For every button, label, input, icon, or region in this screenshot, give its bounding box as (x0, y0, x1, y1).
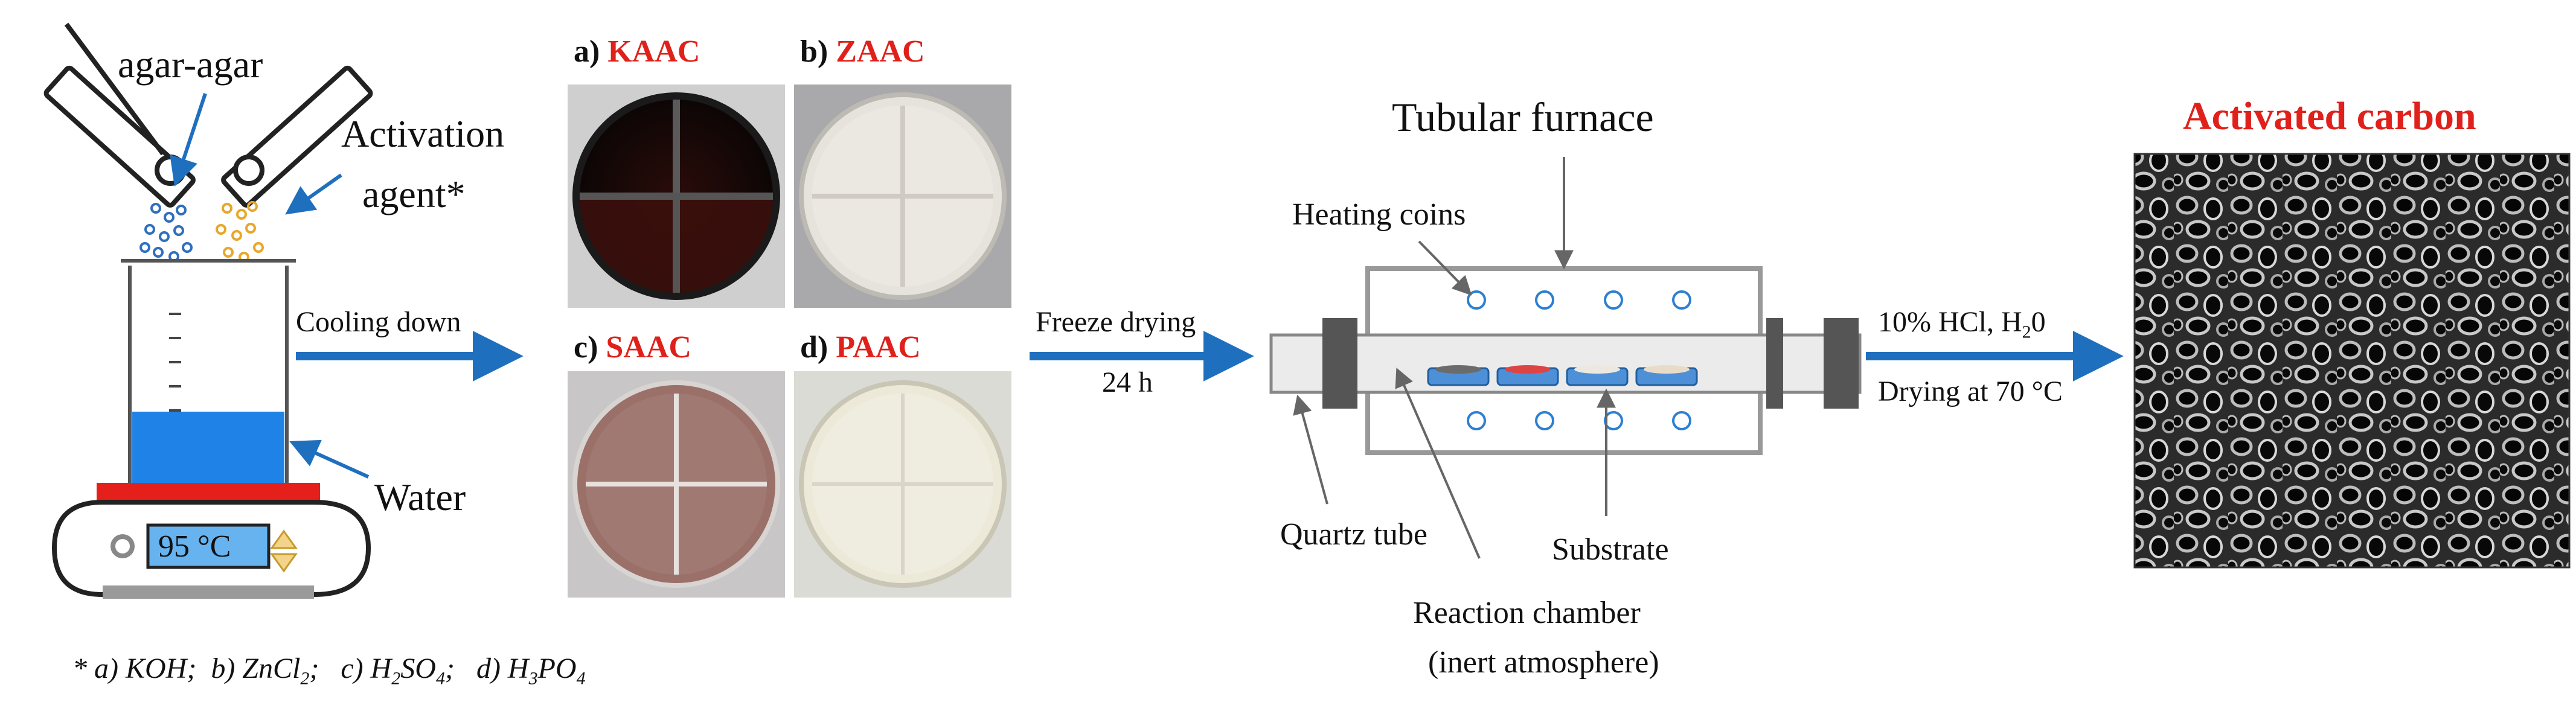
reaction-chamber-label: Reaction chamber (1413, 596, 1641, 630)
dish-c-label: c) SAAC (574, 332, 691, 363)
footnote-c-mid: SO (400, 652, 436, 684)
water-label: Water (374, 476, 466, 518)
footnote-d: d) H3PO4 (476, 652, 586, 689)
water-pointer-arrow (289, 439, 370, 479)
footnote-b-text: b) ZnCl (211, 652, 301, 684)
pipette-left (43, 22, 196, 208)
footnote-a: a) KOH; (94, 652, 197, 684)
dish-a-label: a) KAAC (574, 36, 700, 68)
footnote-d-sub1: 3 (528, 668, 538, 689)
temperature-display-box (146, 523, 271, 569)
footnote-c-post: ; (444, 652, 455, 684)
beaker (121, 259, 296, 506)
down-arrow-icon[interactable] (270, 553, 298, 573)
acid-wash-sub: 2 (2022, 322, 2031, 342)
hotplate (51, 483, 371, 599)
heating-coins-label: Heating coins (1292, 197, 1466, 232)
dish-d-photo (794, 371, 1011, 598)
acid-wash-label: 10% HCl, H20 (1878, 308, 2046, 342)
footnote-d-sub2: 4 (576, 668, 586, 689)
footnote-b-sub: 2 (300, 668, 310, 689)
dish-b-label: b) ZAAC (800, 36, 925, 68)
furnace-title: Tubular furnace (1392, 94, 1654, 140)
inert-atmosphere-label: (inert atmosphere) (1428, 645, 1659, 680)
dish-a-name: KAAC (607, 34, 700, 69)
agar-particles (139, 203, 193, 262)
freeze-drying-label: Freeze drying (1036, 306, 1196, 338)
footnote-c-sub2: 4 (435, 668, 445, 689)
pipette-right (221, 65, 373, 208)
activated-carbon-title: Activated carbon (2183, 94, 2476, 138)
activation-label-line1: Activation (341, 112, 505, 155)
right-end-cap (1824, 318, 1859, 409)
drying-label: Drying at 70 °C (1878, 375, 2063, 407)
footnote-d-text: d) H (476, 652, 529, 684)
dish-d-label: d) PAAC (800, 332, 921, 363)
substrate-label: Substrate (1552, 532, 1669, 567)
freeze-drying-time: 24 h (1102, 366, 1153, 398)
dish-d-letter: d) (800, 330, 828, 365)
dish-a-photo (568, 85, 785, 308)
quartz-pointer (1293, 394, 1328, 505)
dish-c-letter: c) (574, 330, 598, 365)
acid-wash-tail: 0 (2031, 306, 2046, 338)
substrates (1427, 365, 1698, 386)
acid-wash-text: 10% HCl, H (1878, 306, 2022, 338)
footnote-c: c) H2SO4; (341, 652, 455, 689)
dish-c-photo (568, 371, 785, 598)
activation-particles (216, 201, 264, 263)
cooling-label: Cooling down (296, 306, 461, 338)
left-end-cap (1322, 318, 1357, 409)
chamber-pointer (1395, 368, 1481, 559)
quartz-tube (1269, 333, 1862, 394)
quartz-tube-label: Quartz tube (1280, 517, 1428, 552)
heating-pointer (1418, 240, 1472, 296)
footnote-star: * (72, 652, 87, 684)
footnote: * a) KOH; b) ZnCl2; c) H2SO4; d) H3PO4 (72, 652, 586, 689)
activation-label-line2: agent* (362, 173, 466, 215)
dish-d-name: PAAC (836, 330, 921, 365)
sem-image (2133, 153, 2571, 569)
dish-a-letter: a) (574, 34, 600, 69)
activation-pointer-arrow (285, 173, 342, 215)
dish-b-name: ZAAC (836, 34, 925, 69)
agar-pointer-arrow (170, 93, 207, 187)
right-end-cap-inner (1766, 318, 1783, 409)
footnote-b-post: ; (309, 652, 319, 684)
footnote-d-mid: PO (537, 652, 577, 684)
dish-b-photo (794, 85, 1011, 308)
knob-icon[interactable] (111, 534, 135, 558)
agar-label: agar-agar (118, 43, 263, 86)
footnote-c-sub1: 2 (391, 668, 401, 689)
footnote-b: b) ZnCl2; (211, 652, 319, 689)
up-arrow-icon[interactable] (270, 529, 298, 549)
dish-b-letter: b) (800, 34, 828, 69)
tubular-furnace (1269, 266, 1862, 455)
temperature-display: 95 °C (158, 529, 231, 564)
dish-c-name: SAAC (606, 330, 691, 365)
footnote-c-text: c) H (341, 652, 392, 684)
